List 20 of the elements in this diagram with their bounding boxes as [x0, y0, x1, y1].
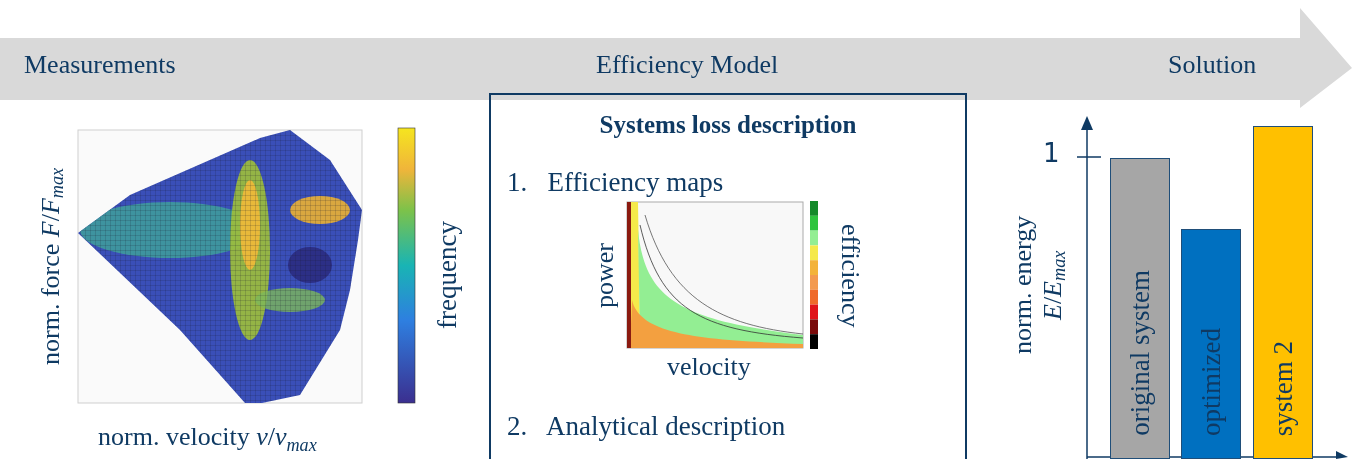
panel — [489, 93, 967, 459]
bar-label: original system — [1125, 270, 1155, 436]
bar-label: optimized — [1196, 328, 1226, 436]
tick-label: 1 — [1043, 138, 1060, 168]
list-item: 2. Analytical description — [507, 411, 786, 442]
colorbar-label: frequency — [432, 220, 463, 331]
list-item: 1. Efficiency maps — [507, 167, 724, 198]
bar — [1181, 229, 1241, 459]
colorbar-label: efficiency — [835, 222, 865, 330]
band-heading: Efficiency Model — [596, 50, 779, 80]
bar-label: system 2 — [1268, 340, 1298, 436]
axis-title: velocity — [667, 352, 751, 382]
panel-heading: Systems loss description — [598, 111, 858, 139]
process-arrow — [0, 8, 1352, 108]
axis-title: power — [590, 242, 620, 311]
bar — [1110, 158, 1170, 459]
bar — [1253, 126, 1313, 459]
band-heading: Solution — [1168, 50, 1257, 80]
band-heading: Measurements — [24, 50, 176, 80]
axis-title: norm. velocity v/v$_{max}$ — [98, 422, 317, 457]
